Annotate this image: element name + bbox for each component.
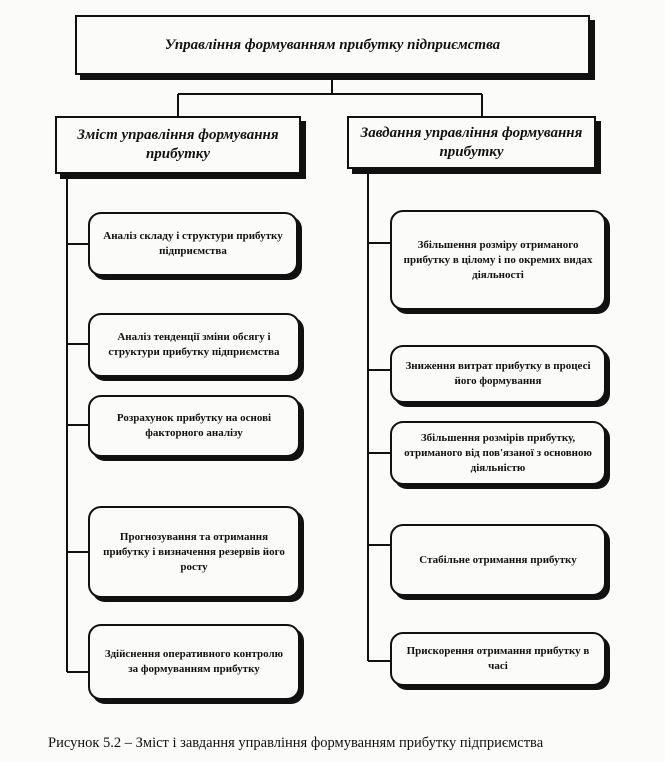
left-item-forecasting: Прогнозування та отримання прибутку і ви… [88, 506, 300, 598]
right-item-cost-reduction: Зниження витрат прибутку в процесі його … [390, 345, 606, 403]
left-item-trend-analysis: Аналіз тенденції зміни обсягу і структур… [88, 313, 300, 377]
left-header: Зміст управління формування прибутку [55, 116, 301, 174]
right-item-related-activity: Збільшення розмірів прибутку, отриманого… [390, 421, 606, 485]
right-item-stable-profit: Стабільне отримання прибутку [390, 524, 606, 596]
right-header: Завдання управління формування прибутку [347, 116, 596, 169]
diagram-title: Управління формуванням прибутку підприєм… [75, 15, 590, 75]
left-item-analysis-structure: Аналіз складу і структури прибутку підпр… [88, 212, 298, 276]
right-item-profit-increase: Збільшення розміру отриманого прибутку в… [390, 210, 606, 310]
left-item-operational-control: Здійснення оперативного контролю за форм… [88, 624, 300, 700]
figure-caption: Рисунок 5.2 – Зміст і завдання управлінн… [48, 735, 544, 751]
left-item-factor-analysis: Розрахунок прибутку на основі факторного… [88, 395, 300, 457]
right-item-acceleration: Прискорення отримання прибутку в часі [390, 632, 606, 686]
